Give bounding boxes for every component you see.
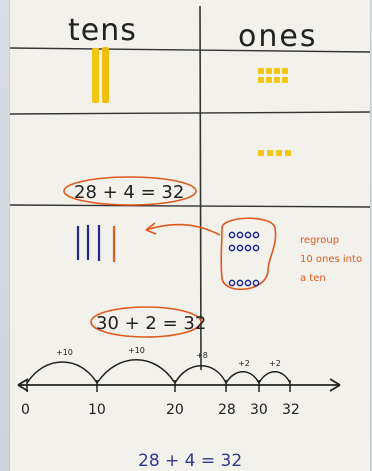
vertical-divider [199,5,202,371]
regroup-note-line3: a ten [300,273,326,284]
tick-label: 30 [250,402,268,418]
jump-label: +10 [128,346,145,355]
header-divider [10,47,370,53]
regroup-note-line2: 10 ones into [300,254,362,265]
tick-label: 28 [218,402,236,418]
jump-arc [174,365,227,384]
arrow-head-icon [145,222,157,235]
jump-arc [26,361,98,384]
jump-label: +10 [56,348,73,357]
ones-cubes-4 [258,150,291,156]
tally-marks [76,225,116,262]
regroup-arrow [145,223,221,236]
jump-arc [96,359,176,384]
equation-1: 28 + 4 = 32 [74,182,184,203]
jump-arc [258,371,291,384]
equation-2-circle [90,306,202,338]
jump-label: +8 [196,351,208,360]
jump-label: +2 [269,359,281,368]
ones-group-outline [220,217,277,291]
regroup-note-line1: regroup [300,235,339,246]
ones-circles [228,231,260,287]
equation-1-circle [63,176,197,206]
bottom-equation: 28 + 4 = 32 [138,451,242,471]
jump-label: +2 [238,359,250,368]
row-divider-1 [10,111,370,115]
tens-rod [92,48,99,103]
chart-drawing: tens ones [10,5,370,471]
tick-label: 20 [166,402,184,418]
equation-2: 30 + 2 = 32 [96,313,206,334]
right-arrow-icon [329,378,341,392]
tens-header: tens [68,13,137,48]
tick-label: 32 [282,402,300,418]
number-line: +10 +10 +8 +2 +2 0 10 20 28 30 32 [17,346,341,418]
row-divider-2 [10,204,370,208]
ones-cubes-8 [258,68,288,83]
jump-arc [225,371,260,384]
tens-rods [92,47,109,103]
ones-header: ones [238,19,317,54]
anchor-chart-paper: tens ones [10,0,370,471]
tick-label: 10 [88,402,106,418]
tick-label: 0 [21,402,30,418]
tens-rod [102,47,109,103]
